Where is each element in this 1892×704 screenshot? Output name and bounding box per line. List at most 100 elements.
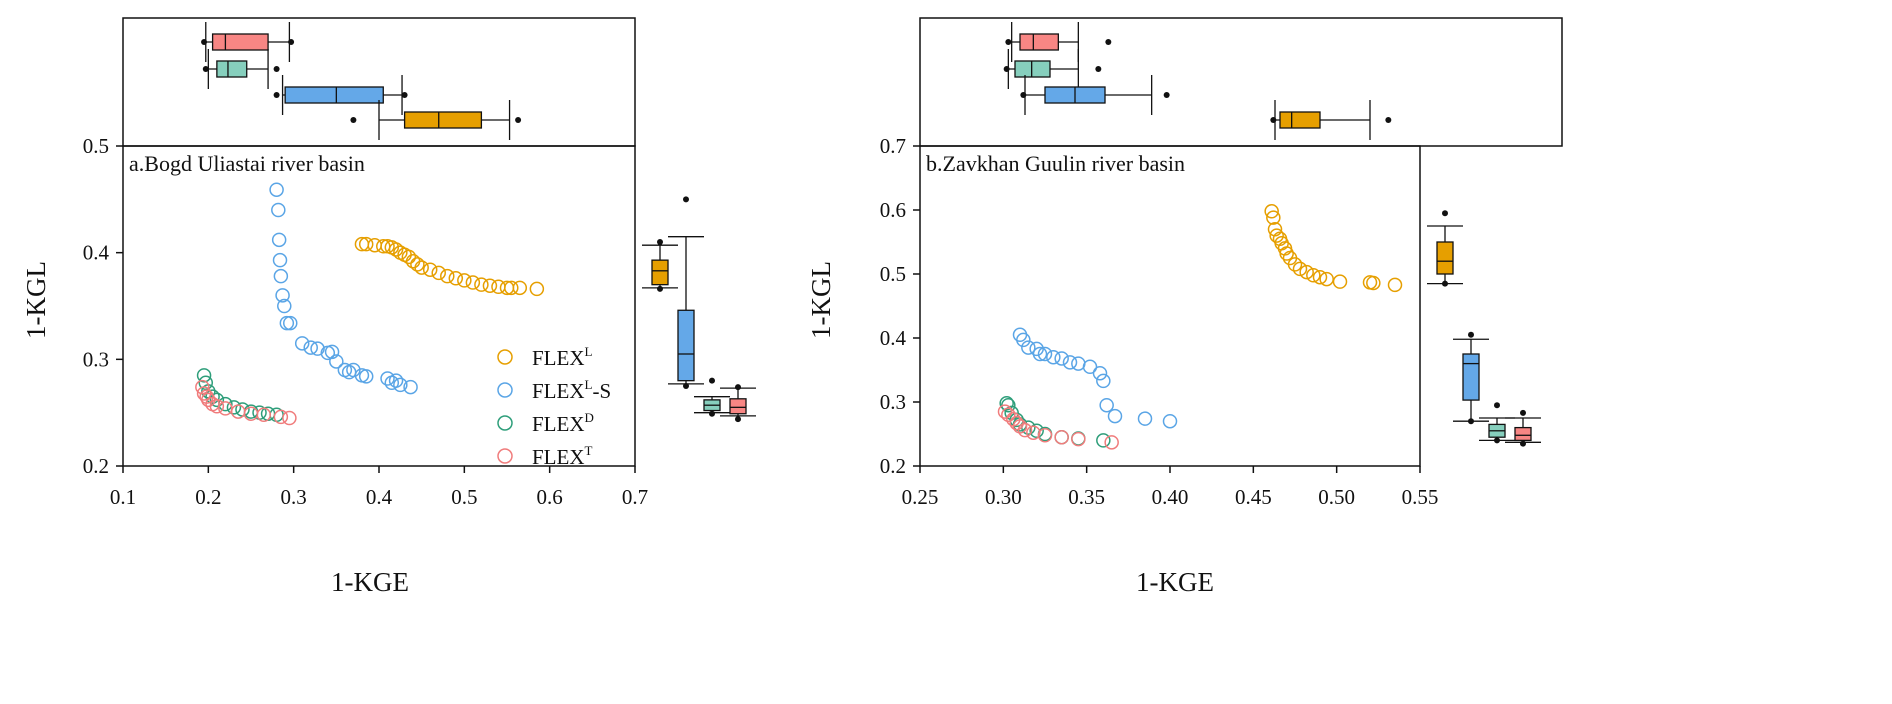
data-point: [358, 236, 374, 252]
data-point: [1306, 268, 1321, 283]
legend-label-sup: T: [585, 443, 593, 458]
x-tick-label: 0.5: [451, 485, 477, 509]
data-point: [380, 371, 395, 386]
legend-label-base: FLEX: [532, 445, 585, 469]
legend-label-base: FLEX: [532, 346, 585, 370]
top-boxplot-FLEXL: [1270, 100, 1392, 140]
y-tick-label: 0.2: [83, 454, 109, 478]
x-tick-label: 0.2: [195, 485, 221, 509]
data-point: [512, 280, 528, 296]
data-point: [414, 260, 429, 275]
box: [1436, 241, 1454, 275]
data-point: [388, 242, 404, 257]
data-point: [1017, 422, 1033, 438]
outlier: [1520, 409, 1526, 416]
outlier: [1163, 92, 1170, 98]
outlier: [401, 92, 408, 98]
outlier: [1095, 66, 1102, 72]
legend-label-sup: L: [585, 377, 593, 392]
y-tick-label: 0.3: [880, 390, 906, 414]
outlier: [201, 39, 208, 45]
data-point: [303, 340, 318, 355]
series-FLEXT: [997, 404, 1119, 450]
legend-marker: [497, 382, 513, 398]
data-point: [403, 379, 418, 395]
outlier: [683, 196, 689, 203]
y-tick-label: 0.7: [880, 134, 906, 158]
data-point: [273, 409, 289, 425]
data-point: [997, 404, 1013, 419]
outlier: [273, 66, 280, 72]
data-point: [273, 268, 289, 284]
data-point: [1092, 365, 1108, 381]
outlier: [683, 383, 689, 389]
y-axis-label: 1-KGL: [21, 261, 51, 339]
x-tick-label: 0.35: [1068, 485, 1105, 509]
legend-marker: [497, 349, 513, 365]
outlier: [735, 416, 741, 423]
data-point: [465, 275, 481, 290]
data-point: [1332, 274, 1348, 289]
x-tick-label: 0.40: [1152, 485, 1189, 509]
legend-label-sup: L: [585, 344, 593, 359]
data-point: [1366, 275, 1381, 291]
side-boxplot-FLEXT: [1505, 409, 1541, 447]
data-point: [1104, 435, 1119, 450]
outlier: [1468, 331, 1474, 338]
box: [1279, 111, 1321, 129]
data-point: [1162, 413, 1178, 429]
outlier: [202, 66, 209, 72]
data-point: [329, 354, 344, 369]
x-tick-label: 0.55: [1402, 485, 1439, 509]
data-point: [401, 249, 417, 265]
y-tick-label: 0.3: [83, 347, 109, 371]
outlier: [1385, 117, 1392, 123]
data-point: [358, 369, 374, 384]
data-point: [440, 268, 455, 284]
top-boxplot-FLEXT: [1005, 22, 1112, 62]
side-boxplot-FLEXLS: [668, 196, 704, 389]
data-point: [196, 368, 212, 383]
legend-label: FLEXL: [532, 344, 593, 370]
outlier: [709, 410, 715, 417]
data-point: [256, 407, 272, 423]
outlier: [657, 285, 663, 292]
data-point: [346, 362, 361, 378]
box: [729, 398, 747, 415]
data-point: [1021, 340, 1036, 355]
panel-title: b.Zavkhan Guulin river basin: [926, 151, 1185, 176]
data-point: [474, 277, 489, 292]
outlier: [657, 239, 663, 245]
outlier: [1494, 402, 1500, 409]
data-point: [269, 182, 284, 197]
data-point: [1071, 431, 1086, 447]
x-tick-label: 0.3: [281, 485, 307, 509]
data-point: [1292, 261, 1308, 277]
data-point: [388, 373, 404, 388]
box: [1014, 60, 1051, 78]
x-tick-label: 0.45: [1235, 485, 1272, 509]
outlier: [273, 92, 280, 98]
data-point: [1319, 271, 1334, 287]
data-point: [226, 400, 242, 415]
x-tick-label: 0.1: [110, 485, 136, 509]
legend-label-base: FLEX: [532, 379, 585, 403]
outlier: [1520, 440, 1526, 447]
outlier: [1494, 437, 1500, 444]
data-point: [457, 273, 472, 288]
data-point: [272, 252, 288, 268]
data-point: [209, 399, 225, 414]
outlier: [1468, 418, 1474, 425]
legend-marker: [497, 448, 513, 464]
top-boxplot-FLEXT: [201, 22, 295, 62]
data-point: [271, 202, 286, 218]
outlier: [709, 377, 715, 384]
data-point: [1037, 428, 1053, 443]
data-point: [1312, 269, 1328, 285]
data-point: [310, 341, 325, 356]
data-point: [209, 392, 225, 408]
data-point: [1054, 351, 1069, 366]
x-tick-label: 0.4: [366, 485, 393, 509]
legend-marker: [497, 415, 513, 431]
